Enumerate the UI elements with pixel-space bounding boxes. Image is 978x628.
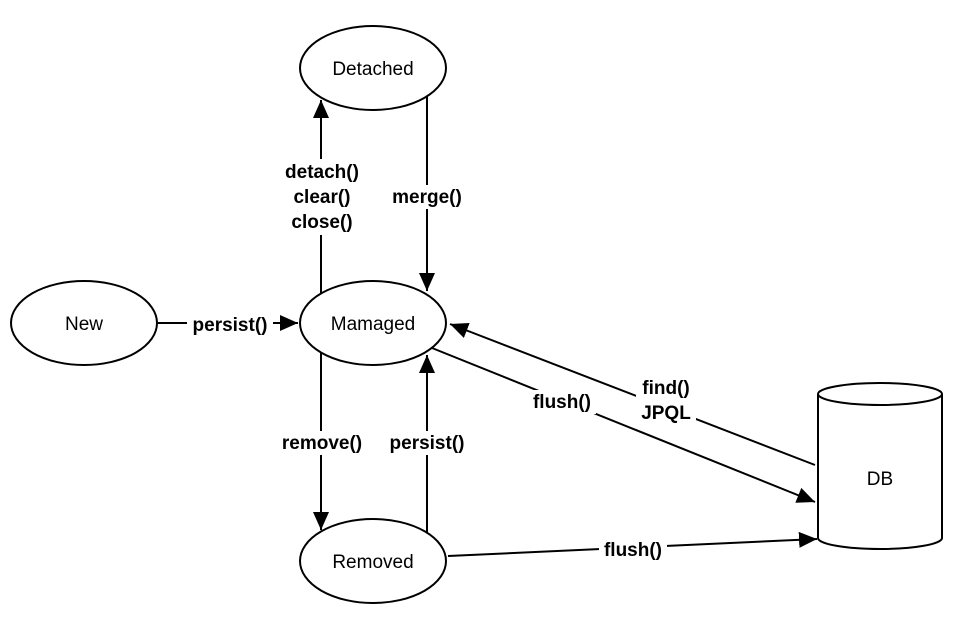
label-flush-managed: flush() [528, 390, 596, 414]
label-remove-text: remove() [282, 433, 362, 454]
label-detach-group: detach() clear() close() [279, 159, 365, 235]
node-managed-label: Mamaged [331, 314, 416, 335]
label-persist-removed-text: persist() [390, 433, 465, 454]
label-merge: merge() [387, 185, 467, 209]
label-merge-text: merge() [392, 187, 462, 208]
label-persist-new-text: persist() [193, 315, 268, 336]
node-removed: Removed [299, 518, 447, 604]
label-clear-text: clear() [293, 187, 350, 208]
edge-managed-to-db [431, 347, 816, 503]
label-persist-new: persist() [187, 313, 273, 336]
node-detached: Detached [299, 25, 447, 111]
node-new-label: New [65, 314, 103, 335]
edge-db-to-managed [449, 323, 816, 466]
label-flush-removed: flush() [599, 538, 667, 562]
node-managed: Mamaged [299, 280, 447, 366]
label-flush-removed-text: flush() [604, 540, 662, 561]
node-removed-label: Removed [332, 552, 413, 573]
label-find-text: find() [642, 378, 689, 399]
node-db-label: DB [867, 469, 893, 490]
label-jpql-text: JPQL [641, 403, 691, 424]
label-remove: remove() [276, 431, 368, 455]
node-detached-label: Detached [332, 59, 413, 80]
label-close-text: close() [291, 212, 352, 233]
node-db: DB [817, 382, 943, 550]
label-find-jpql: find() JPQL [636, 376, 696, 424]
label-detach-text: detach() [285, 162, 359, 183]
label-flush-managed-text: flush() [533, 392, 591, 413]
node-new: New [10, 280, 158, 366]
label-persist-removed: persist() [384, 431, 470, 455]
